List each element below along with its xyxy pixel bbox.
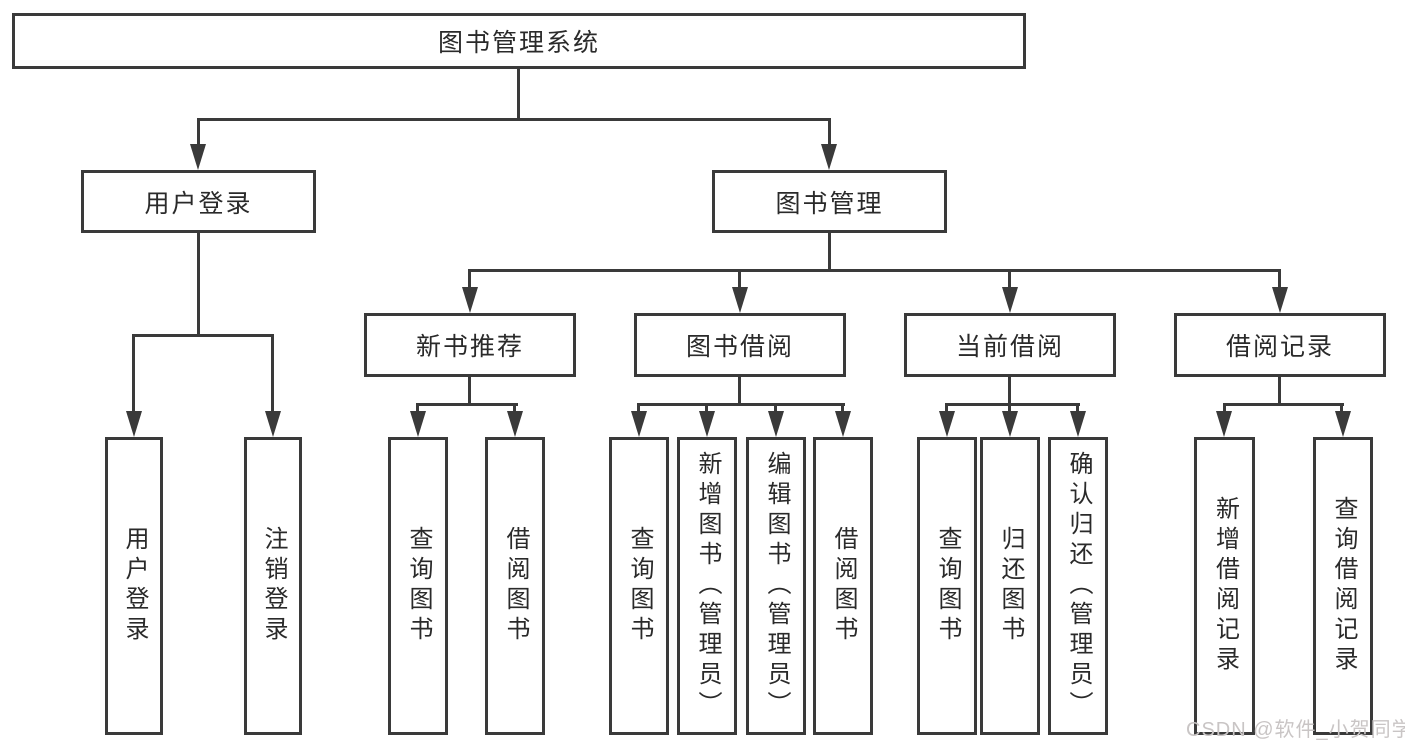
arrow-down-icon: [265, 411, 281, 437]
leaf-label: 确认归还（管理员）: [1065, 451, 1092, 721]
connector-line: [416, 403, 518, 406]
connector-line: [132, 334, 274, 337]
connector-line: [517, 69, 520, 120]
arrow-down-icon: [1216, 411, 1232, 437]
watermark: CSDN @软件_小贺同学: [1186, 719, 1405, 741]
leaf-label: 新增图书（管理员）: [694, 451, 721, 721]
connector-line: [468, 269, 1281, 272]
arrow-down-icon: [462, 287, 478, 313]
arrow-down-icon: [821, 144, 837, 170]
leaf-label: 用户登录: [121, 526, 148, 646]
connector-line: [1008, 403, 1011, 412]
node-new-book-recommend: 新书推荐: [364, 313, 576, 377]
connector-line: [774, 403, 777, 412]
connector-line: [197, 233, 200, 336]
connector-line: [416, 403, 419, 412]
leaf-label: 借阅图书: [830, 526, 857, 646]
connector-line: [271, 334, 274, 412]
node-borrowing-records: 借阅记录: [1174, 313, 1386, 377]
leaf-current-query-books: 查询图书: [917, 437, 977, 735]
connector-line: [945, 403, 948, 412]
arrow-down-icon: [410, 411, 426, 437]
connector-line: [705, 403, 708, 412]
connector-line: [1223, 403, 1226, 412]
node-label: 新书推荐: [415, 333, 524, 361]
node-book-borrowing: 图书借阅: [634, 313, 846, 377]
arrow-down-icon: [699, 411, 715, 437]
leaf-borrowing-edit-books-admin: 编辑图书（管理员）: [746, 437, 806, 735]
connector-line: [197, 118, 831, 121]
leaf-label: 新增借阅记录: [1211, 496, 1239, 676]
leaf-recommend-borrow-books: 借阅图书: [485, 437, 545, 735]
leaf-records-query-borrow-record: 查询借阅记录: [1313, 437, 1373, 735]
connector-line: [513, 403, 516, 412]
connector-line: [637, 403, 640, 412]
connector-line: [841, 403, 844, 412]
leaf-records-add-borrow-record: 新增借阅记录: [1194, 437, 1255, 735]
connector-line: [1008, 269, 1011, 289]
arrow-down-icon: [126, 411, 142, 437]
connector-line: [637, 403, 845, 406]
connector-line: [828, 233, 831, 271]
arrow-down-icon: [939, 411, 955, 437]
connector-line: [945, 403, 1080, 406]
leaf-label: 归还图书: [997, 526, 1024, 646]
leaf-current-return-books: 归还图书: [980, 437, 1040, 735]
node-label: 用户登录: [144, 189, 253, 218]
arrow-down-icon: [732, 287, 748, 313]
connector-line: [197, 118, 200, 146]
connector-line: [1223, 403, 1344, 406]
connector-line: [828, 118, 831, 146]
leaf-label: 注销登录: [260, 526, 287, 646]
arrow-down-icon: [1070, 411, 1086, 437]
node-label: 图书管理: [775, 189, 884, 218]
node-book-management: 图书管理: [712, 170, 947, 233]
leaf-label: 查询借阅记录: [1330, 496, 1357, 676]
leaf-logout-login: 注销登录: [244, 437, 302, 735]
connector-line: [1278, 377, 1281, 405]
connector-line: [1076, 403, 1079, 412]
leaf-user-login: 用户登录: [105, 437, 163, 735]
node-current-borrowing: 当前借阅: [904, 313, 1116, 377]
connector-line: [738, 377, 741, 405]
connector-line: [1008, 377, 1011, 405]
connector-line: [468, 377, 471, 405]
leaf-label: 查询图书: [934, 526, 961, 646]
connector-line: [1278, 269, 1281, 289]
node-label: 借阅记录: [1225, 333, 1334, 361]
arrow-down-icon: [507, 411, 523, 437]
connector-line: [738, 269, 741, 289]
arrow-down-icon: [1002, 411, 1018, 437]
leaf-label: 查询图书: [405, 526, 432, 646]
leaf-borrowing-query-books: 查询图书: [609, 437, 669, 735]
arrow-down-icon: [835, 411, 851, 437]
arrow-down-icon: [1335, 411, 1351, 437]
connector-line: [132, 334, 135, 412]
leaf-label: 借阅图书: [502, 526, 529, 646]
node-label: 图书管理系统: [437, 29, 600, 57]
connector-line: [1340, 403, 1343, 412]
leaf-recommend-query-books: 查询图书: [388, 437, 448, 735]
leaf-borrowing-borrow-books: 借阅图书: [813, 437, 873, 735]
node-book-management-system: 图书管理系统: [12, 13, 1026, 69]
arrow-down-icon: [190, 144, 206, 170]
node-label: 当前借阅: [955, 333, 1064, 361]
arrow-down-icon: [768, 411, 784, 437]
arrow-down-icon: [1002, 287, 1018, 313]
connector-line: [468, 269, 471, 289]
node-user-login: 用户登录: [81, 170, 316, 233]
leaf-label: 编辑图书（管理员）: [763, 451, 790, 721]
arrow-down-icon: [631, 411, 647, 437]
arrow-down-icon: [1272, 287, 1288, 313]
node-label: 图书借阅: [685, 333, 794, 361]
leaf-label: 查询图书: [626, 526, 653, 646]
leaf-current-confirm-return-admin: 确认归还（管理员）: [1048, 437, 1108, 735]
leaf-borrowing-add-books-admin: 新增图书（管理员）: [677, 437, 737, 735]
